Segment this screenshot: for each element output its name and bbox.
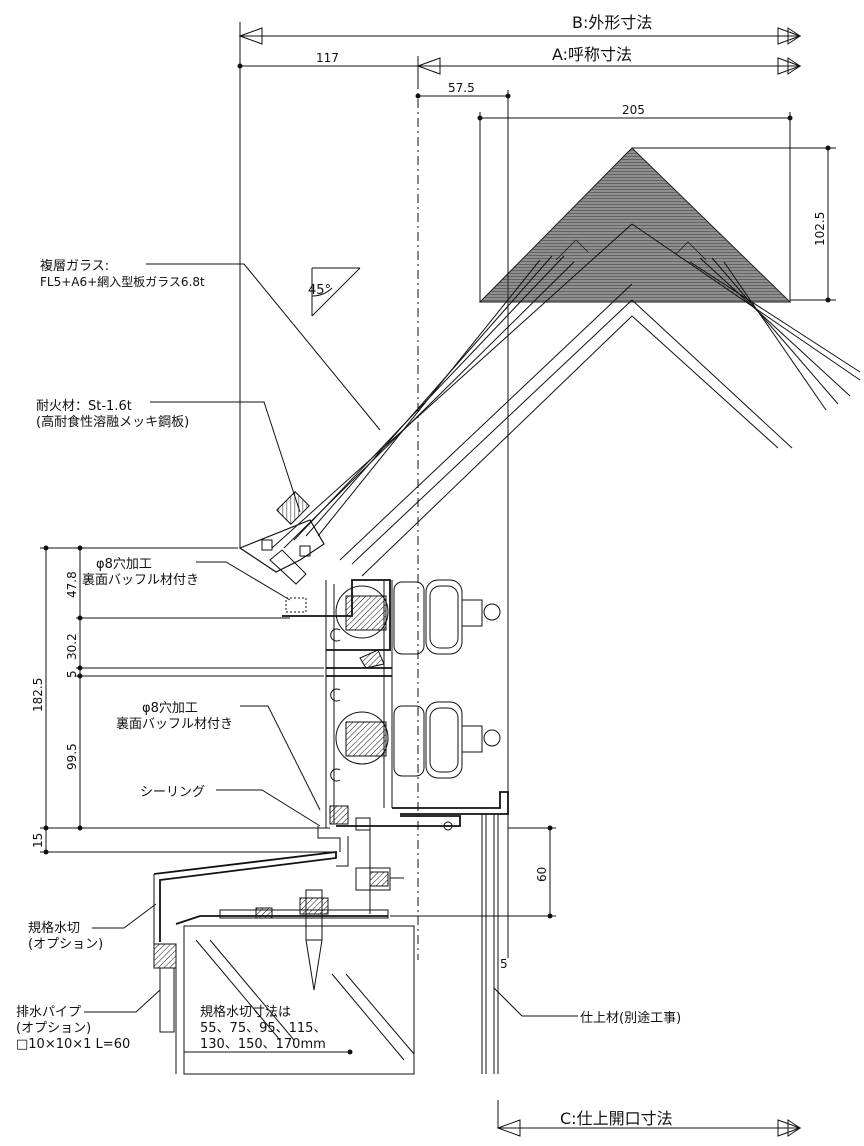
hole2-callout: φ8穴加工 裏面バッフル材付き <box>116 701 321 811</box>
dimension-a-nominal: A:呼称寸法 117 <box>237 45 802 80</box>
label-99-5: 99.5 <box>65 743 79 770</box>
hole1-callout: φ8穴加工 裏面バッフル材付き <box>82 557 291 601</box>
flashing-callout: 規格水切 (オプション) <box>28 903 157 952</box>
label-hole2-a: φ8穴加工 <box>142 701 198 716</box>
label-flashing-a: 規格水切 <box>28 920 80 936</box>
finish-material: 5 <box>481 814 508 1074</box>
dimension-205: 205 <box>477 103 793 302</box>
label-flashing-b: (オプション) <box>28 937 103 952</box>
glass-callout: 複層ガラス: FL5+A6+網入型板ガラス6.8t <box>40 258 381 431</box>
label-b-outer: B:外形寸法 <box>572 13 652 32</box>
label-117: 117 <box>316 51 339 65</box>
right-slope-glass <box>631 223 861 449</box>
label-glass-spec: FL5+A6+網入型板ガラス6.8t <box>40 275 205 289</box>
finish-callout: 仕上材(別途工事) <box>493 987 681 1026</box>
label-15: 15 <box>31 833 45 848</box>
label-205: 205 <box>622 103 645 117</box>
label-102-5: 102.5 <box>813 212 827 246</box>
label-glass-title: 複層ガラス: <box>40 258 109 274</box>
fire-callout: 耐火材：St-1.6t (高耐食性溶融メッキ鋼板) <box>36 399 301 513</box>
label-57-5: 57.5 <box>448 81 475 95</box>
label-60: 60 <box>535 867 549 882</box>
dimension-b-outer: B:外形寸法 <box>238 13 802 548</box>
dimension-60: 60 <box>390 825 556 919</box>
label-fire-title: 耐火材：St-1.6t <box>36 399 132 414</box>
operator-unit-upper <box>335 579 501 655</box>
flashing <box>153 850 337 1074</box>
label-a-nominal: A:呼称寸法 <box>552 45 632 64</box>
label-5b: 5 <box>500 957 508 971</box>
dimension-c-finish: C:仕上開口寸法 <box>496 1100 802 1137</box>
label-drain-c: □10×10×1 L=60 <box>16 1037 130 1052</box>
label-std-c: 130、150、170mm <box>200 1037 326 1052</box>
label-c-finish: C:仕上開口寸法 <box>560 1109 673 1128</box>
label-std-b: 55、75、95、115、 <box>200 1021 326 1036</box>
left-slope-glass <box>271 223 633 577</box>
angle-mark: 45° <box>308 267 361 317</box>
label-finish: 仕上材(別途工事) <box>580 1010 681 1026</box>
drain-callout: 排水パイプ (オプション) □10×10×1 L=60 <box>16 989 161 1052</box>
label-drain-b: (オプション) <box>16 1021 91 1036</box>
std-note: 規格水切寸法は 55、75、95、115、 130、150、170mm <box>200 1004 326 1052</box>
label-drain-a: 排水パイプ <box>16 1005 81 1020</box>
label-hole1-a: φ8穴加工 <box>96 557 152 572</box>
label-hole1-b: 裏面バッフル材付き <box>82 573 199 588</box>
label-angle: 45° <box>308 283 331 298</box>
eave-frame <box>238 491 393 828</box>
label-fire-spec: (高耐食性溶融メッキ鋼板) <box>36 414 189 430</box>
operator-unit-lower <box>335 701 501 779</box>
dimension-102-5: 102.5 <box>632 145 836 303</box>
label-std-a: 規格水切寸法は <box>200 1004 291 1020</box>
label-hole2-b: 裏面バッフル材付き <box>116 717 233 732</box>
label-47-8: 47.8 <box>65 571 79 598</box>
label-5a: 5 <box>65 670 79 678</box>
label-182-5: 182.5 <box>31 678 45 712</box>
sill-members <box>317 791 509 914</box>
label-30-2: 30.2 <box>65 633 79 660</box>
structural-wall <box>175 889 415 1075</box>
sealing-callout: シーリング <box>140 785 321 827</box>
ridge-cap <box>478 147 792 303</box>
left-dimensions: 47.8 30.2 5 182.5 99.5 15 <box>31 545 336 855</box>
label-sealing: シーリング <box>140 785 205 800</box>
